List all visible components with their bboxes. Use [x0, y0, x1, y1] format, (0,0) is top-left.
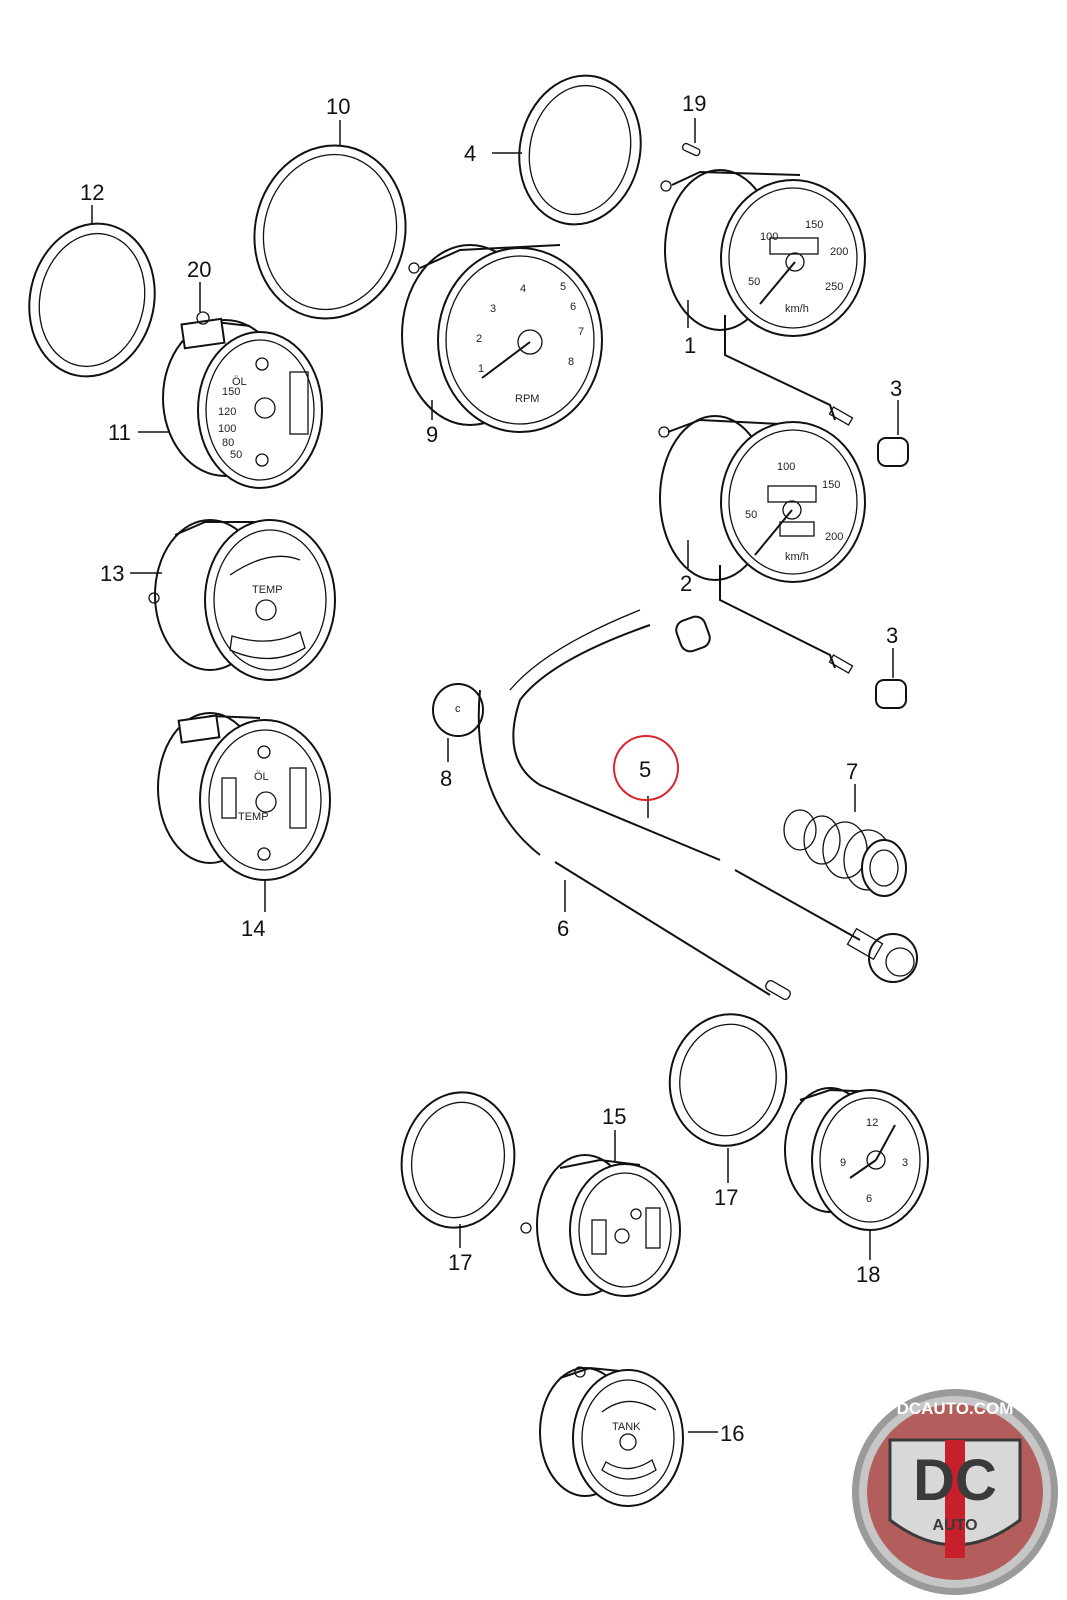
ring-17-right — [668, 1013, 788, 1147]
speedo2-tick: 200 — [825, 531, 843, 543]
oil-tick: 80 — [222, 437, 234, 449]
leader-lines — [91, 118, 899, 1433]
dcauto-logo: DCAUTO.COM DC AUTO — [852, 1389, 1058, 1595]
logo-word: AUTO — [932, 1517, 977, 1534]
callout-10: 10 — [326, 94, 350, 119]
speedo1-tick: 100 — [760, 231, 778, 243]
callout-17b: 17 — [714, 1185, 738, 1210]
tach-tick: 8 — [568, 356, 574, 368]
callout-8: 8 — [440, 766, 452, 791]
speedo2-tick: 100 — [777, 461, 795, 473]
callout-7: 7 — [846, 759, 858, 784]
oil-tick: 50 — [230, 449, 242, 461]
clock-tick: 9 — [840, 1157, 846, 1169]
callout-3a: 3 — [890, 376, 902, 401]
callout-numbers: 1 2 3 3 4 5 6 7 8 9 10 11 12 13 14 15 16… — [80, 91, 902, 1446]
callout-17a: 17 — [448, 1250, 472, 1275]
boot-7 — [783, 809, 907, 897]
gauge-1-speedometer: 100 150 200 50 250 km/h — [660, 169, 866, 426]
cable-6 — [477, 689, 791, 1001]
tank-label: TANK — [612, 1421, 641, 1433]
callout-18: 18 — [856, 1262, 880, 1287]
gauge-13: TEMP — [148, 519, 336, 681]
speedo1-tick: 150 — [805, 219, 823, 231]
callout-12: 12 — [80, 180, 104, 205]
tach-tick: 7 — [578, 326, 584, 338]
tach-tick: 4 — [520, 283, 526, 295]
oil-tick: 100 — [218, 423, 236, 435]
clock-18: 12 3 6 9 — [784, 1087, 929, 1231]
tach-tick: 3 — [490, 303, 496, 315]
svg-text:c: c — [455, 703, 461, 715]
ring-17-left — [400, 1091, 516, 1229]
logo-letters: DC — [913, 1448, 997, 1513]
callout-2: 2 — [680, 571, 692, 596]
callout-3b: 3 — [886, 623, 898, 648]
temp14-label: TEMP — [238, 811, 269, 823]
temp-label: TEMP — [252, 584, 283, 596]
callout-6: 6 — [557, 916, 569, 941]
tach-tick: 2 — [476, 333, 482, 345]
callout-20: 20 — [187, 257, 211, 282]
speedo1-tick: 250 — [825, 281, 843, 293]
callout-16: 16 — [720, 1421, 744, 1446]
ring-10 — [253, 144, 407, 320]
gauge-2-speedometer: 100 150 50 200 km/h — [658, 415, 866, 674]
callout-19: 19 — [682, 91, 706, 116]
cable-5 — [509, 609, 918, 983]
cap-8: c — [432, 683, 484, 737]
highlight-ring — [613, 735, 679, 801]
speedo1-tick: 50 — [748, 276, 760, 288]
callout-5: 5 — [639, 757, 651, 782]
gauge-15 — [520, 1154, 681, 1297]
oil-tick: 150 — [222, 386, 240, 398]
clock-tick: 3 — [902, 1157, 908, 1169]
callout-15: 15 — [602, 1104, 626, 1129]
logo-url: DCAUTO.COM — [897, 1399, 1014, 1418]
pin-19 — [681, 142, 701, 157]
callout-9: 9 — [426, 422, 438, 447]
speedo1-unit: km/h — [785, 303, 809, 315]
tach-tick: 5 — [560, 281, 566, 293]
callout-1: 1 — [684, 333, 696, 358]
tach-label: RPM — [515, 393, 539, 405]
speedo2-tick: 150 — [822, 479, 840, 491]
ring-12 — [28, 222, 156, 378]
gauge-9-tachometer: 1 2 3 4 5 6 7 8 RPM — [401, 244, 603, 433]
clock-tick: 6 — [866, 1193, 872, 1205]
oil-label: ÖL — [232, 376, 247, 388]
ring-4 — [518, 74, 642, 226]
clock-tick: 12 — [866, 1117, 878, 1129]
callout-4: 4 — [464, 141, 476, 166]
gauge-14: ÖL TEMP — [157, 712, 331, 881]
oil14-label: ÖL — [254, 771, 269, 783]
oil-tick: 120 — [218, 406, 236, 418]
bulb-3a — [877, 437, 909, 467]
speedo1-tick: 200 — [830, 246, 848, 258]
gauge-11: ÖL 150 120 100 80 50 — [162, 311, 323, 489]
tach-tick: 1 — [478, 363, 484, 375]
bulb-3b — [875, 679, 907, 709]
speedo2-unit: km/h — [785, 551, 809, 563]
speedo2-tick: 50 — [745, 509, 757, 521]
callout-13: 13 — [100, 561, 124, 586]
callout-11: 11 — [108, 420, 131, 445]
tach-tick: 6 — [570, 301, 576, 313]
callout-14: 14 — [241, 916, 265, 941]
gauge-16: TANK — [539, 1366, 684, 1507]
